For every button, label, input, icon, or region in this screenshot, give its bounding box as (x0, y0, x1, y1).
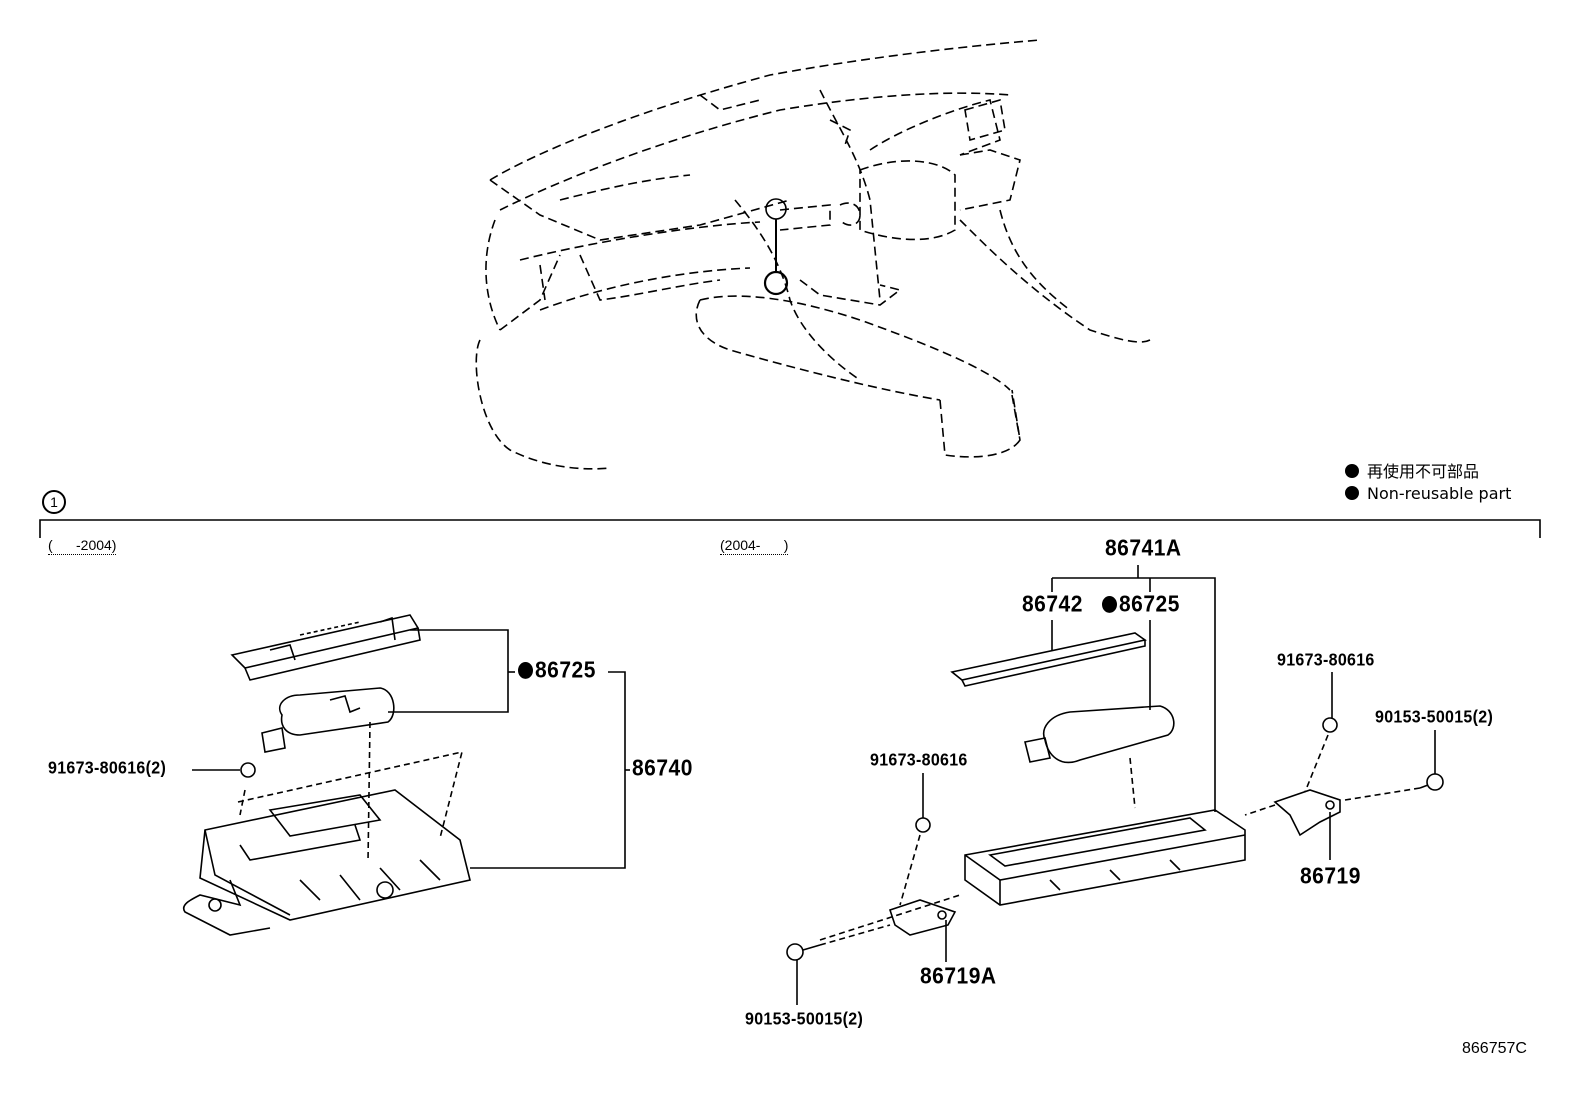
dashboard-overview (475, 39, 1151, 470)
left-assembly (182, 614, 630, 936)
part-label-86725-left: 86725 (518, 658, 596, 685)
legend-jp: 再使用不可部品 (1345, 458, 1479, 482)
legend-en: Non-reusable part (1345, 484, 1511, 503)
part-label-91673-80616-right-mid: 91673-80616 (870, 750, 968, 770)
part-label-90153-50015-right: 90153-50015(2) (1375, 707, 1494, 727)
non-reusable-dot-icon (1102, 596, 1117, 613)
non-reusable-dot-icon (518, 662, 533, 679)
period-early: ( -2004) (48, 537, 117, 555)
right-assembly (786, 565, 1444, 1005)
non-reusable-dot-icon (1345, 464, 1359, 478)
period-late: (2004- ) (720, 537, 789, 555)
part-label-86741A: 86741A (1105, 535, 1182, 562)
part-label-86719A: 86719A (920, 963, 997, 990)
part-label-86725-right: 86725 (1102, 592, 1180, 619)
part-label-86742: 86742 (1022, 591, 1083, 618)
part-label-91673-80616-left: 91673-80616(2) (48, 758, 167, 778)
part-label-91673-80616-right-top: 91673-80616 (1277, 650, 1375, 670)
part-label-86740: 86740 (632, 755, 693, 782)
part-label-86719: 86719 (1300, 863, 1361, 890)
non-reusable-dot-icon (1345, 486, 1359, 500)
document-number: 866757C (1462, 1040, 1527, 1057)
part-label-90153-50015-bottom: 90153-50015(2) (745, 1009, 864, 1029)
section-marker-1: 1 (42, 490, 66, 514)
